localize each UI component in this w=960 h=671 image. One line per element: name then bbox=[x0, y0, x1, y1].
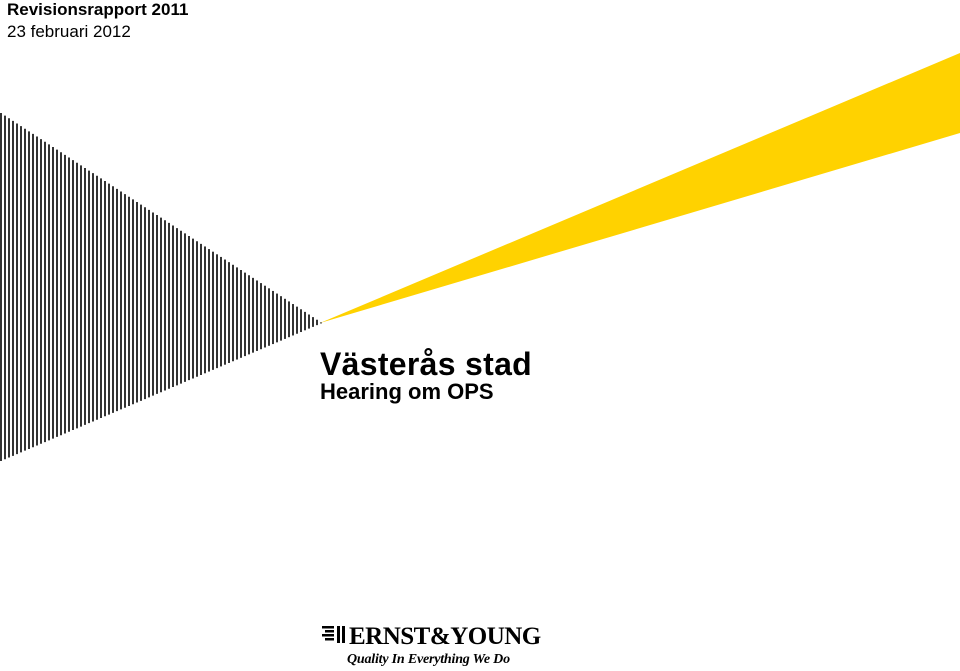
vertical-line-fan bbox=[0, 113, 322, 461]
logo-tagline: Quality In Everything We Do bbox=[347, 652, 510, 667]
ernst-young-logo: ERNST&YOUNG Quality In Everything We Do bbox=[322, 622, 541, 670]
subtitle: Hearing om OPS bbox=[320, 379, 494, 404]
header: Revisionsrapport 2011 23 februari 2012 bbox=[7, 0, 188, 42]
report-date: 23 februari 2012 bbox=[7, 22, 131, 41]
logo-ampersand: & bbox=[429, 623, 451, 650]
report-title: Revisionsrapport 2011 bbox=[7, 0, 189, 19]
logo-wordmark: ERNST&YOUNG bbox=[349, 623, 541, 651]
main-title: Västerås stad bbox=[320, 346, 533, 382]
logo-name-second: YOUNG bbox=[450, 623, 541, 650]
title-block: Västerås stad Hearing om OPS bbox=[320, 346, 532, 405]
yellow-beam bbox=[320, 53, 960, 323]
logo-name-first: ERNST bbox=[349, 623, 430, 650]
logo-mark-icon bbox=[322, 626, 345, 643]
